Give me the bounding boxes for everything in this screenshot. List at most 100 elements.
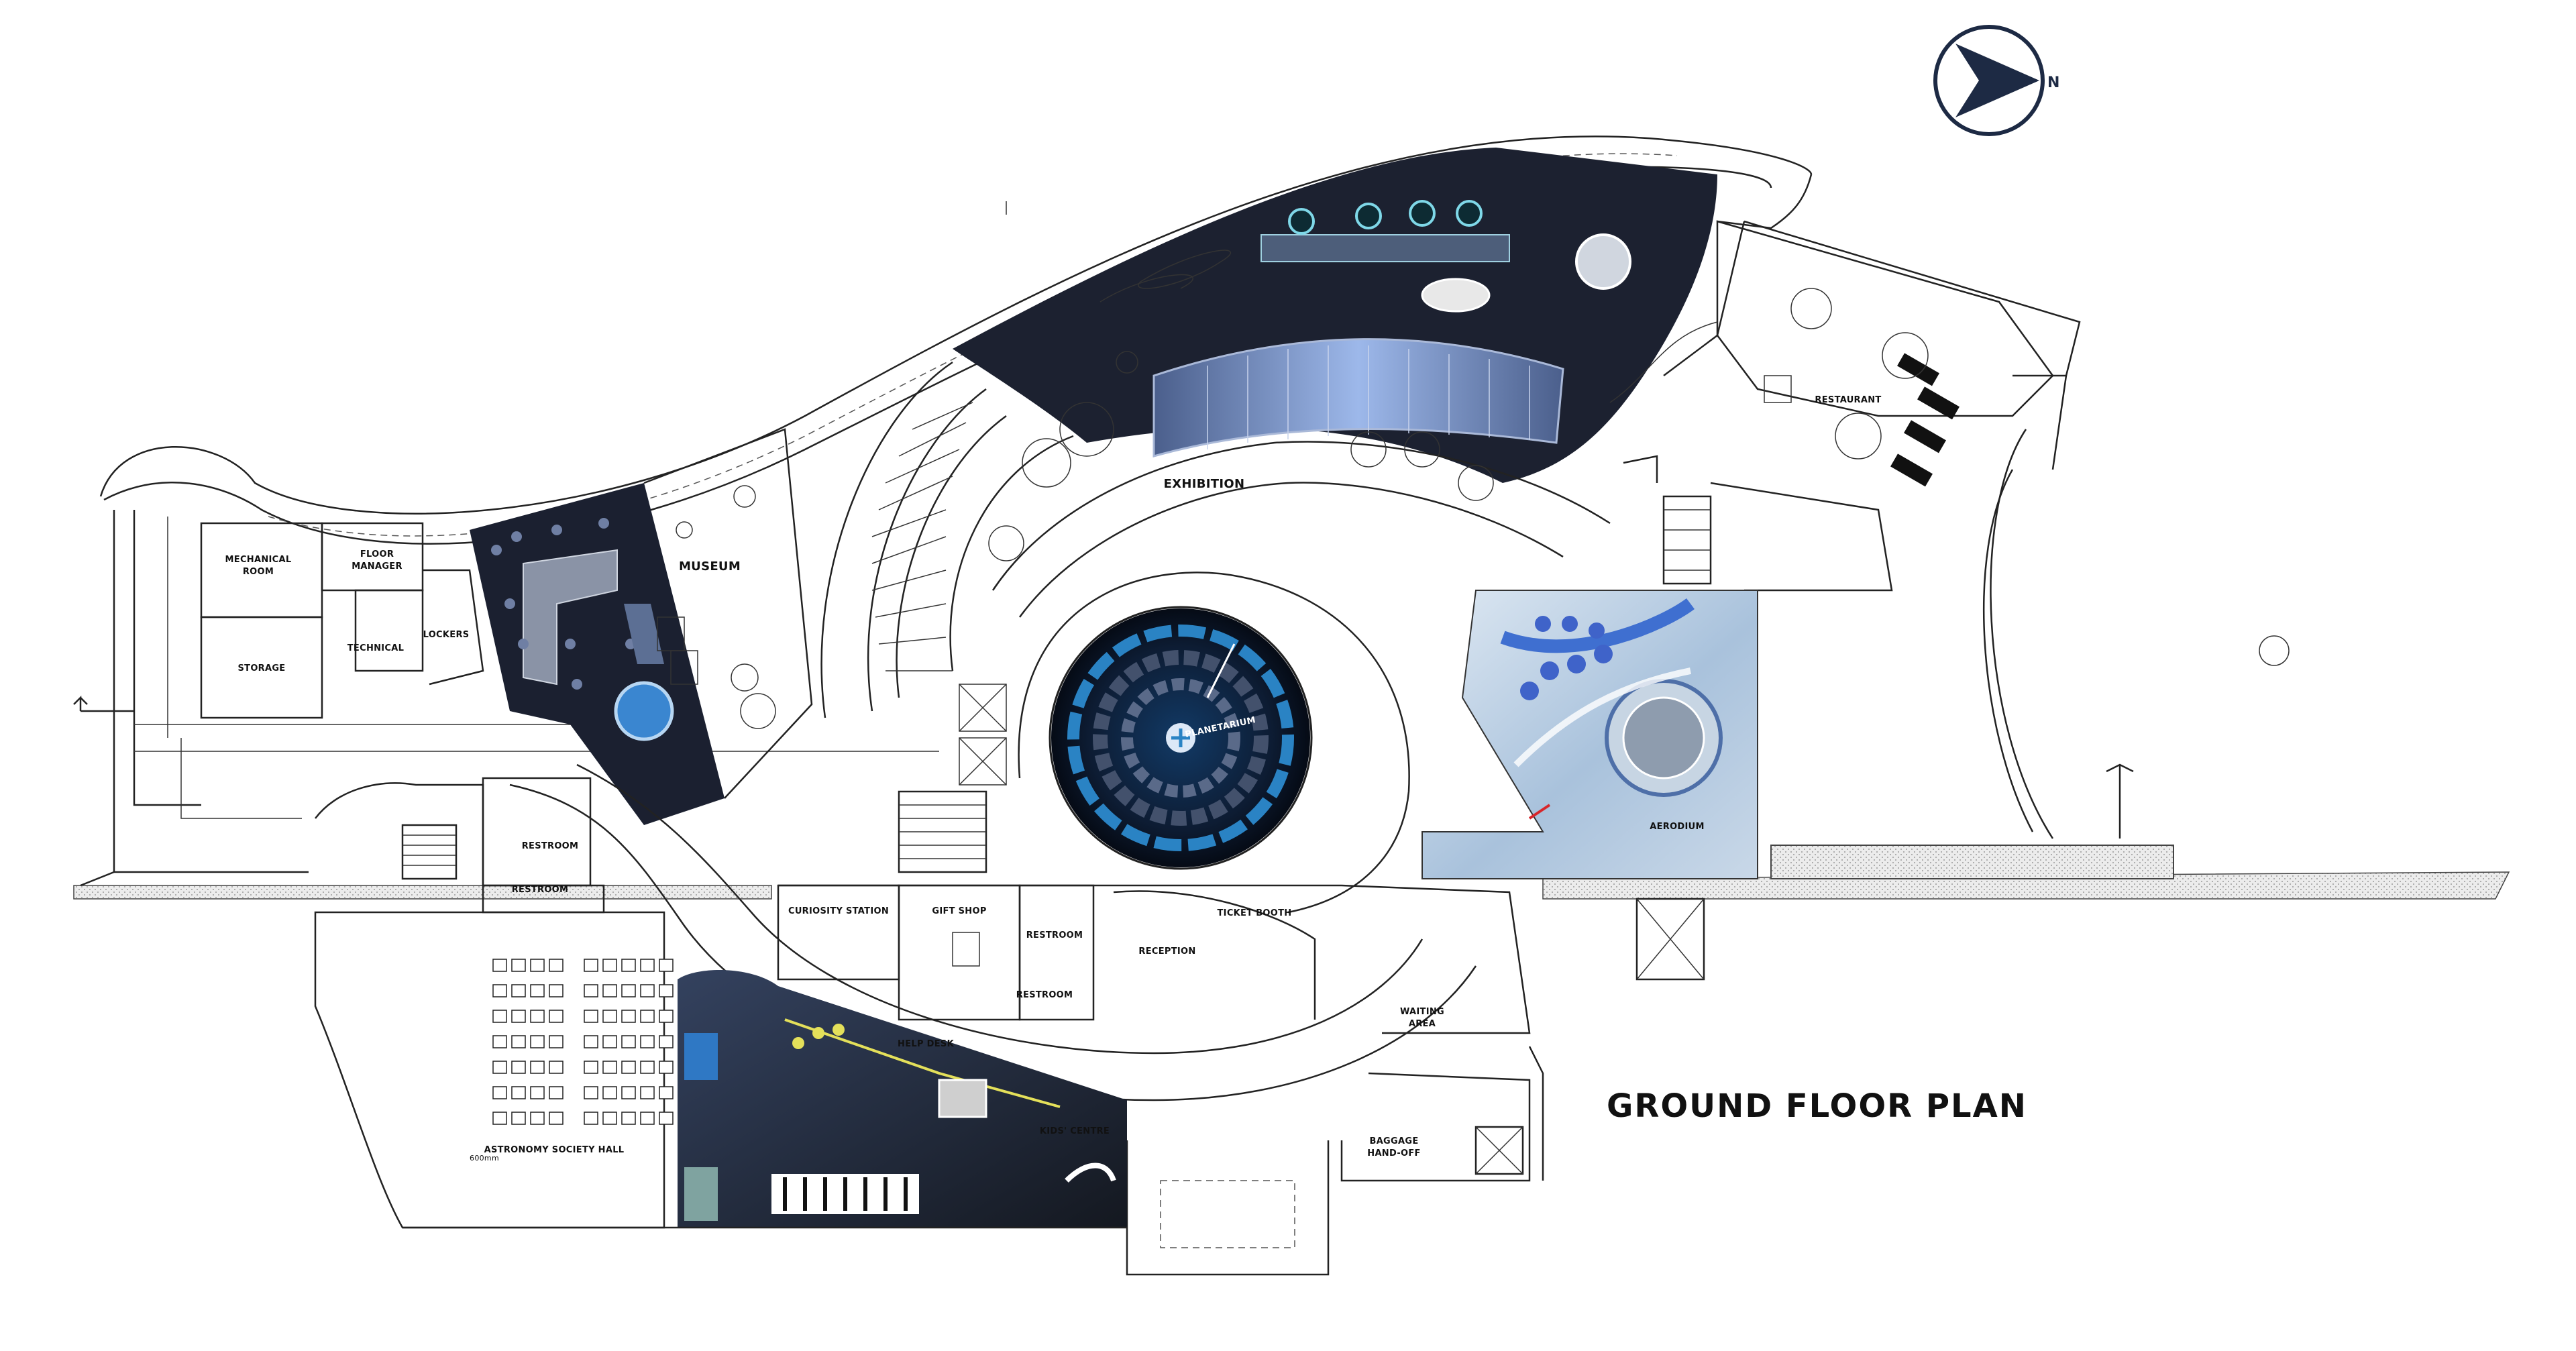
label-restroom-left: RESTROOM	[522, 841, 579, 851]
hall-seat	[492, 984, 507, 997]
hall-seat	[584, 1035, 598, 1048]
hall-seat	[659, 1010, 674, 1023]
label-mechanical-room-1: MECHANICAL	[225, 555, 292, 565]
label-waiting-area-2: AREA	[1409, 1019, 1436, 1029]
label-astronomy-society-hall: ASTRONOMY SOCIETY HALL	[484, 1145, 625, 1155]
kids-centre	[678, 970, 1127, 1228]
hall-seat	[584, 984, 598, 997]
site-ground-band	[73, 845, 2510, 900]
hall-seat	[659, 1061, 674, 1074]
label-kids-centre: KIDS' CENTRE	[1040, 1126, 1110, 1136]
hall-seat	[621, 984, 636, 997]
label-storage: STORAGE	[237, 663, 285, 673]
label-restroom-mid-a: RESTROOM	[1026, 930, 1083, 940]
label-baggage-1: BAGGAGE	[1369, 1136, 1418, 1146]
hall-seat	[492, 959, 507, 972]
hall-seat	[530, 1061, 545, 1074]
hall-seat	[584, 1010, 598, 1023]
hall-seat	[492, 1061, 507, 1074]
left-service-wing	[73, 517, 939, 819]
label-help-desk: HELP DESK	[898, 1039, 955, 1049]
restaurant-wing	[1623, 220, 2054, 592]
aerodium	[1421, 590, 1758, 879]
hall-seat	[530, 1010, 545, 1023]
hall-seat	[621, 1086, 636, 1099]
hall-seat	[549, 1010, 564, 1023]
north-label: N	[2047, 74, 2059, 91]
hall-seat	[602, 1010, 617, 1023]
label-ticket-booth: TICKET BOOTH	[1218, 908, 1292, 918]
label-restroom-mid-b: RESTROOM	[1016, 990, 1073, 1000]
hall-seat	[602, 1061, 617, 1074]
hall-seat	[530, 1086, 545, 1099]
label-reception: RECEPTION	[1138, 947, 1195, 957]
hall-seat	[659, 959, 674, 972]
hall-seat	[659, 1086, 674, 1099]
hall-seat	[640, 1010, 655, 1023]
hall-seat	[640, 984, 655, 997]
hall-seat	[530, 984, 545, 997]
label-waiting-area-1: WAITING	[1400, 1007, 1444, 1017]
exhibition-circulation	[820, 361, 1611, 718]
hall-seat	[530, 1035, 545, 1048]
hall-seat	[511, 1061, 526, 1074]
hall-seat	[549, 1035, 564, 1048]
hall-seat	[584, 1112, 598, 1125]
hall-seat	[511, 1112, 526, 1125]
plan-title: GROUND FLOOR PLAN	[1607, 1087, 2027, 1125]
label-gift-shop: GIFT SHOP	[932, 906, 986, 916]
hall-seat	[549, 959, 564, 972]
hall-seat	[640, 959, 655, 972]
hall-seat	[640, 1112, 655, 1125]
hall-seat	[511, 1010, 526, 1023]
label-curiosity-station: CURIOSITY STATION	[788, 906, 889, 916]
label-exhibition: EXHIBITION	[1164, 477, 1245, 491]
hall-seat	[492, 1035, 507, 1048]
hall-seat	[549, 1061, 564, 1074]
hall-seat	[584, 1061, 598, 1074]
hall-seat	[640, 1061, 655, 1074]
hall-seat	[511, 959, 526, 972]
hall-seat	[602, 984, 617, 997]
room-labels: MECHANICAL ROOM STORAGE FLOOR MANAGER TE…	[225, 395, 2027, 1163]
label-baggage-2: HAND-OFF	[1367, 1148, 1420, 1158]
hall-seat	[640, 1035, 655, 1048]
label-dimension: 600mm	[470, 1154, 499, 1163]
hall-seat	[511, 984, 526, 997]
central-corridor	[509, 635, 2290, 1276]
hall-seat	[659, 1112, 674, 1125]
hall-seat	[549, 1112, 564, 1125]
hall-seat	[530, 959, 545, 972]
museum-room	[643, 428, 813, 799]
hall-seat	[602, 1112, 617, 1125]
misc-details	[402, 201, 1718, 1229]
hall-seat	[621, 1061, 636, 1074]
label-floor-manager-2: MANAGER	[352, 561, 402, 572]
label-floor-manager-1: FLOOR	[360, 549, 394, 559]
hall-seat	[621, 959, 636, 972]
hall-seat	[530, 1112, 545, 1125]
hall-seat	[602, 1086, 617, 1099]
museum-dark-zone	[470, 483, 724, 825]
hall-seat	[584, 959, 598, 972]
hall-seat	[584, 1086, 598, 1099]
hall-seat	[549, 984, 564, 997]
hall-seat	[492, 1010, 507, 1023]
label-mechanical-room-2: ROOM	[243, 567, 274, 577]
hall-seat	[640, 1086, 655, 1099]
planetarium	[1018, 572, 1410, 914]
hall-seat	[549, 1086, 564, 1099]
hall-seat	[621, 1112, 636, 1125]
hall-seat	[602, 959, 617, 972]
hall-seat	[659, 1035, 674, 1048]
north-arrow: N	[1933, 25, 2059, 136]
hall-seat	[492, 1086, 507, 1099]
hall-seat	[511, 1086, 526, 1099]
label-technical: TECHNICAL	[347, 643, 404, 653]
label-lockers: LOCKERS	[423, 630, 470, 640]
hall-seat	[621, 1035, 636, 1048]
astronomy-hall-seating	[314, 911, 674, 1229]
exhibition-dark-hall	[953, 148, 1717, 483]
hall-seat	[621, 1010, 636, 1023]
